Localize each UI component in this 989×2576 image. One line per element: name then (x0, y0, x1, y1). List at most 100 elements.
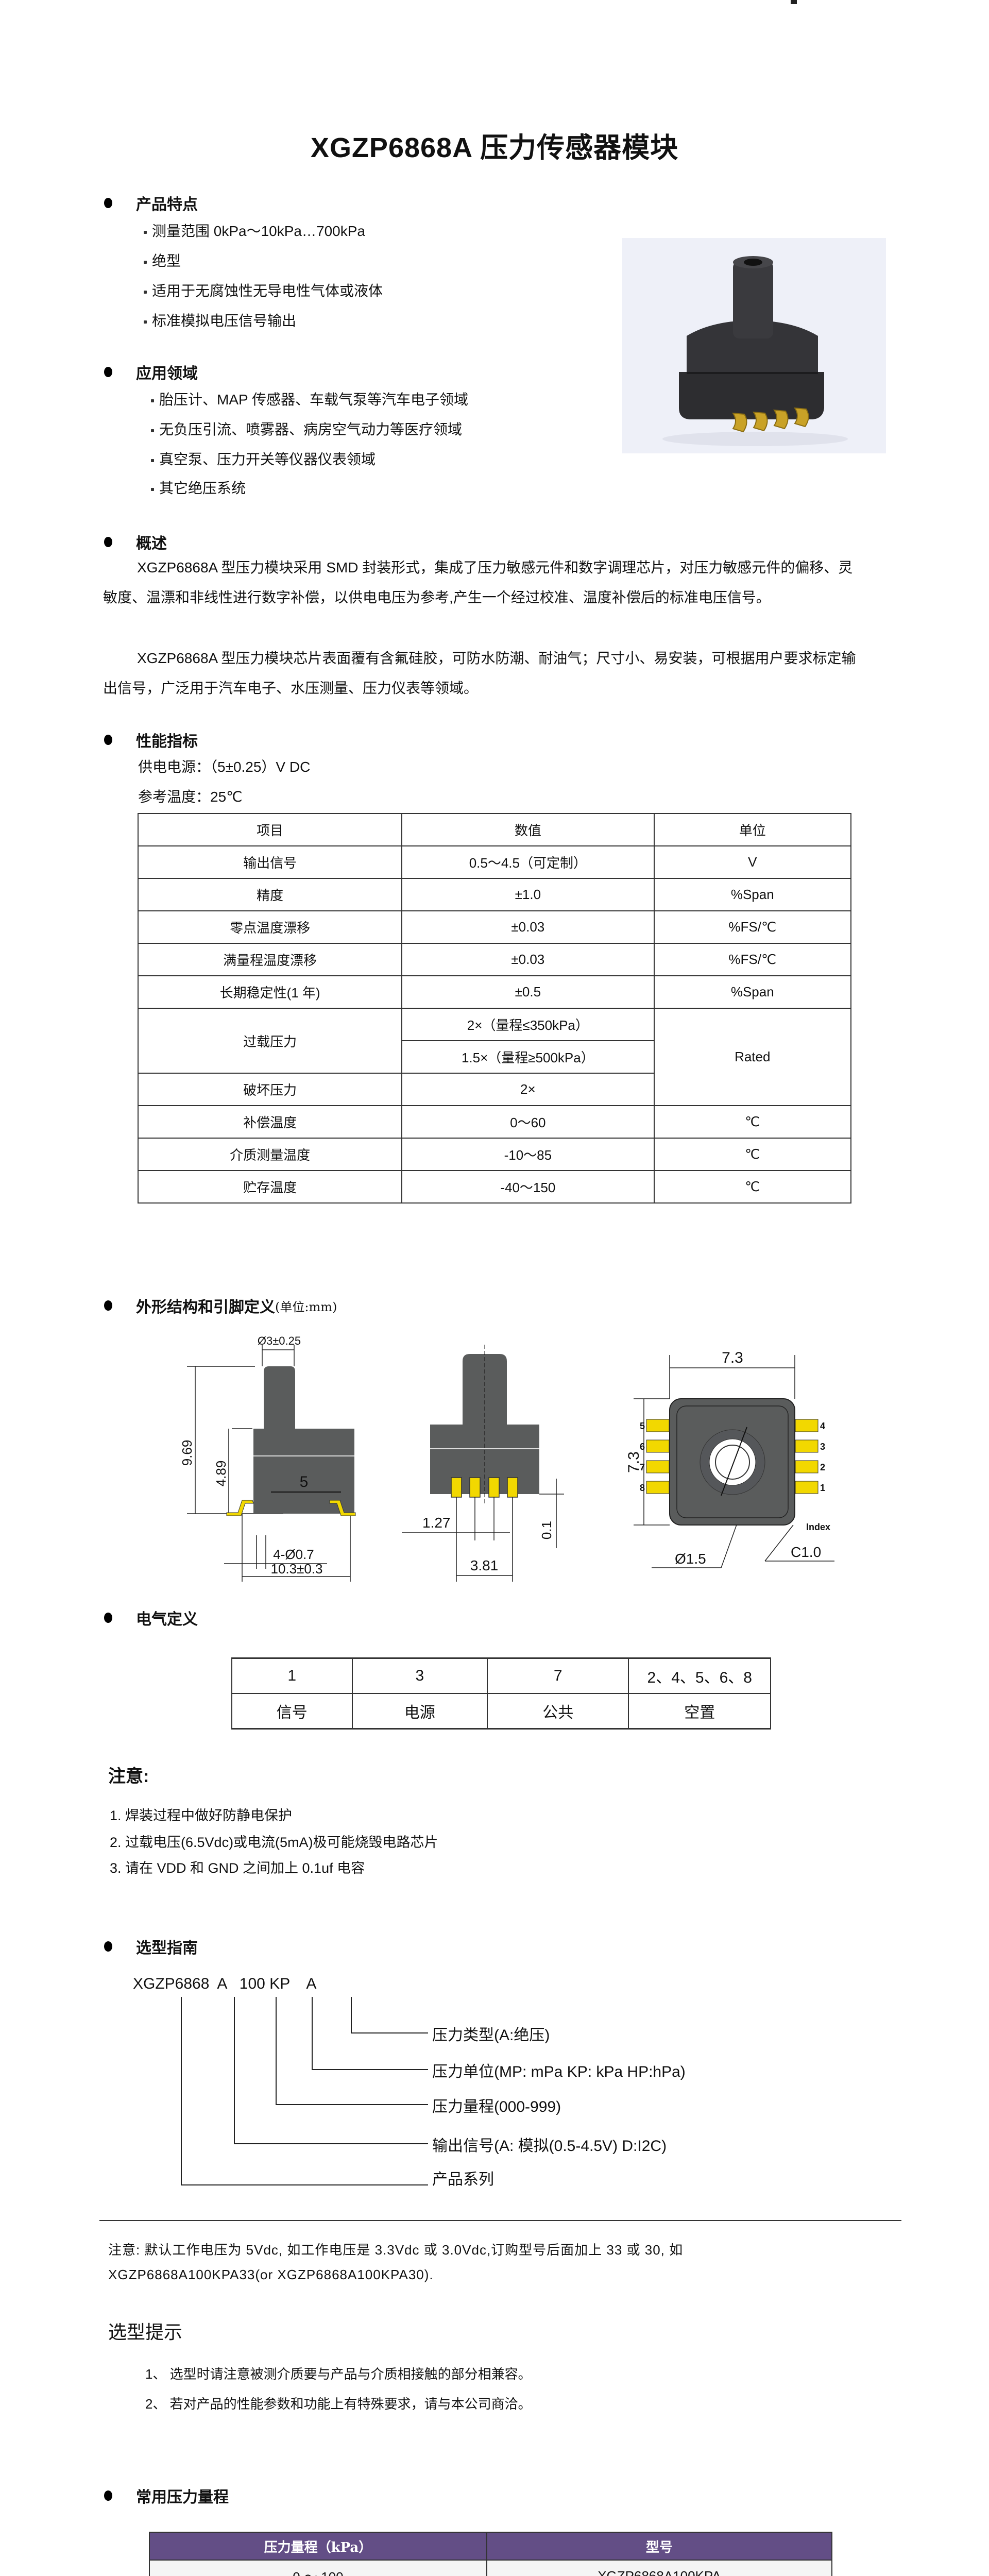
value-cell: -10～85 (401, 1138, 655, 1171)
table-row: 介质测量温度-10～85℃ (137, 1138, 852, 1171)
overview-paragraph: XGZP6868A 型压力模块采用 SMD 封装形式，集成了压力敏感元件和数字调… (103, 560, 853, 605)
side-view-drawing: 5 Ø3±0.25 9.69 4.89 4-Ø0.7 10.3±0.3 (179, 1334, 356, 1582)
value-cell: 1.5×（量程≥500kPa） (401, 1040, 655, 1074)
section-dimensions-heading: 外形结构和引脚定义(单位:mm) (104, 1294, 337, 1317)
dim-pin-span: 3.81 (470, 1557, 499, 1573)
bullet-icon (151, 459, 154, 462)
table-header-row: 项目 数值 单位 (137, 813, 852, 846)
pin-label: 6 (640, 1442, 645, 1452)
heading-text: 应用领域 (136, 365, 198, 383)
reference-temperature: 参考温度：25℃ (138, 789, 243, 805)
bullet-icon (144, 260, 147, 264)
value-cell: ±0.03 (401, 910, 655, 944)
dim-total-height: 9.69 (179, 1440, 195, 1466)
section-overview-heading: 概述 (104, 531, 167, 553)
heading-text: 概述 (136, 535, 167, 553)
dim-standoff: 0.1 (539, 1521, 554, 1539)
application-text: 真空泵、压力开关等仪器仪表领域 (159, 451, 376, 467)
item-cell: 输出信号 (137, 845, 403, 879)
feature-text: 适用于无腐蚀性无导电性气体或液体 (152, 283, 383, 299)
guide-label-pressure-type: 压力类型(A:绝压) (432, 2027, 550, 2044)
unit-note: (单位:mm) (275, 1299, 337, 1314)
bullet-icon (104, 2490, 112, 2501)
pin-function: 公共 (487, 1693, 629, 1730)
item-cell: 贮存温度 (137, 1170, 403, 1204)
unit-cell: %FS/℃ (653, 943, 852, 976)
section-performance-heading: 性能指标 (104, 728, 198, 751)
bullet-icon (104, 1300, 112, 1311)
pin-function: 电源 (351, 1693, 488, 1730)
section-applications-heading: 应用领域 (104, 361, 198, 383)
feature-item: 绝型 (144, 252, 181, 270)
document-title: XGZP6868A 压力传感器模块 (310, 132, 679, 163)
dim-body-height: 4.89 (213, 1461, 229, 1487)
bullet-icon (144, 290, 147, 294)
feature-text: 测量范围 0kPa～10kPa…700kPa (152, 223, 365, 239)
front-view-drawing: 1.27 3.81 0.1 (402, 1345, 564, 1582)
bullet-icon (151, 487, 154, 491)
dim-hole: Ø1.5 (675, 1551, 706, 1567)
table-row: 1.5×（量程≥500kPa） (138, 1040, 851, 1074)
unit-cell: ℃ (653, 1170, 852, 1204)
item-cell: 满量程温度漂移 (137, 943, 403, 976)
tip-item: 2、 若对产品的性能参数和功能上有特殊要求，请与本公司商洽。 (145, 2396, 532, 2412)
pin-label: 7 (640, 1462, 645, 1472)
application-text: 其它绝压系统 (159, 480, 246, 496)
item-cell: 破坏压力 (137, 1073, 403, 1106)
item-cell: 长期稳定性(1 年) (137, 975, 403, 1009)
application-item: 无负压引流、喷雾器、病房空气动力等医疗领域 (151, 421, 462, 438)
guide-connector (276, 2104, 428, 2105)
application-text: 无负压引流、喷雾器、病房空气动力等医疗领域 (159, 421, 463, 437)
part-number-code: XGZP6868 A 100 KP A (133, 1975, 317, 1992)
guide-connector (234, 1997, 235, 2143)
unit-cell: ℃ (653, 1138, 852, 1171)
dim-top-height: 7.3 (625, 1451, 642, 1473)
tip-item: 1、 选型时请注意被测介质要与产品与介质相接触的部分相兼容。 (145, 2366, 532, 2382)
guide-connector (312, 2069, 428, 2070)
cautions-heading: 注意: (108, 1767, 149, 1786)
table-header-row: 压力量程（kPa） 型号 (149, 2532, 833, 2561)
section-features-heading: 产品特点 (104, 192, 198, 214)
value-cell: 0.5～4.5（可定制） (401, 845, 655, 879)
pin-number: 3 (351, 1657, 488, 1694)
pin-function: 空置 (628, 1693, 771, 1730)
pressure-range-table: 压力量程（kPa） 型号 0 ～ 100XGZP6868A100KPA 0 ～ … (149, 2532, 833, 2576)
feature-item: 标准模拟电压信号输出 (144, 312, 296, 330)
heading-text: 选型指南 (136, 1939, 198, 1957)
value-cell: 2× (401, 1073, 655, 1106)
heading-text: 外形结构和引脚定义 (136, 1298, 275, 1316)
guide-connector (181, 2184, 428, 2185)
unit-cell: %Span (653, 975, 852, 1009)
feature-item: 测量范围 0kPa～10kPa…700kPa (144, 223, 365, 240)
item-cell: 过载压力 (137, 1008, 403, 1074)
bullet-icon (144, 230, 147, 234)
pin-definition-table: 1 3 7 2、4、5、6、8 信号 电源 公共 空置 (231, 1657, 771, 1730)
feature-item: 适用于无腐蚀性无导电性气体或液体 (144, 282, 383, 300)
guide-label-output: 输出信号(A: 模拟(0.5-4.5V) D:I2C) (432, 2138, 667, 2155)
item-cell: 精度 (137, 878, 403, 911)
value-cell: ±1.0 (401, 878, 655, 911)
overview-paragraph: XGZP6868A 型压力模块芯片表面覆有含氟硅胶，可防水防潮、耐油气；尺寸小、… (103, 650, 856, 696)
caution-item: 3. 请在 VDD 和 GND 之间加上 0.1uf 电容 (110, 1860, 365, 1876)
pin-number: 7 (487, 1657, 629, 1694)
bullet-icon (104, 537, 112, 547)
bullet-icon (104, 198, 112, 208)
product-photo (622, 238, 886, 453)
voltage-note-line: 注意: 默认工作电压为 5Vdc, 如工作电压是 3.3Vdc 或 3.0Vdc… (108, 2242, 684, 2258)
guide-connector (276, 1997, 277, 2104)
bullet-icon (104, 1941, 112, 1952)
value-cell: 0～60 (401, 1105, 655, 1139)
top-view-drawing: 5 6 7 8 4 3 2 1 7.3 7.3 Ø1.5 C1.0 Index (625, 1349, 834, 1568)
bullet-icon (151, 399, 154, 402)
value-cell: -40～150 (401, 1170, 655, 1204)
pin-function: 信号 (231, 1693, 353, 1730)
index-label: Index (806, 1522, 830, 1532)
bullet-icon (104, 1613, 112, 1623)
pin-label: 4 (820, 1421, 825, 1431)
unit-cell: Rated (653, 1008, 852, 1106)
bullet-icon (151, 429, 154, 432)
dim-pins: 4-Ø0.7 (273, 1547, 314, 1562)
page-corner-mark (791, 0, 797, 4)
pin-label: 1 (820, 1483, 825, 1493)
